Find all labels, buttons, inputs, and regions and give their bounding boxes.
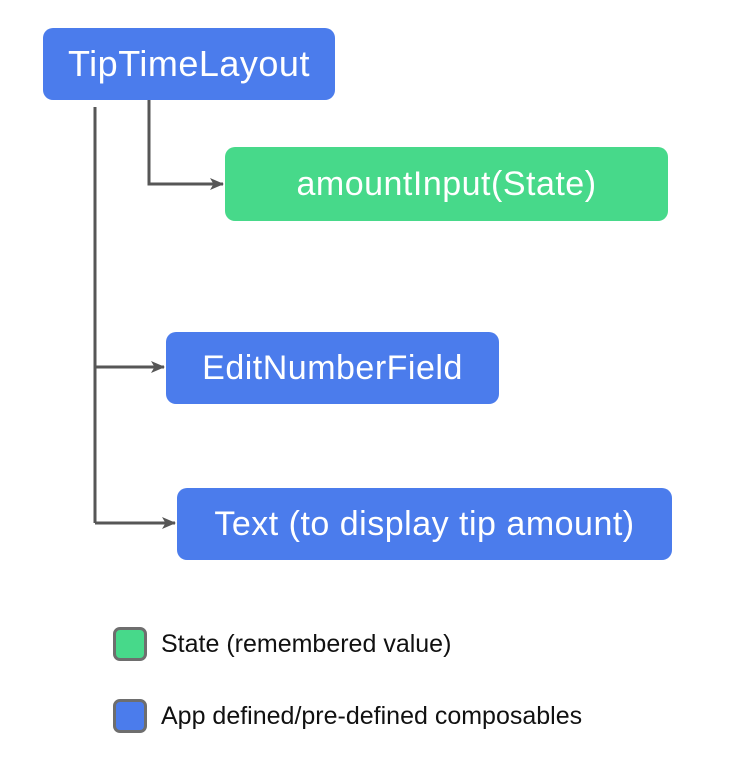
node-text-display-label: Text (to display tip amount) (214, 504, 635, 543)
edge-root-to-amount-input (147, 100, 224, 190)
node-amount-input-state: amountInput(State) (225, 147, 668, 221)
node-text-display: Text (to display tip amount) (177, 488, 672, 560)
legend-item-composables: App defined/pre-defined composables (113, 699, 582, 733)
node-edit-number-field: EditNumberField (166, 332, 499, 404)
node-amount-input-state-label: amountInput(State) (296, 164, 597, 203)
node-edit-number-field-label: EditNumberField (202, 348, 463, 387)
node-tip-time-layout-label: TipTimeLayout (68, 43, 310, 84)
legend-label-composables: App defined/pre-defined composables (161, 701, 583, 730)
legend-label-state: State (remembered value) (161, 629, 452, 658)
legend-swatch-composable-blue (113, 699, 147, 733)
legend-swatch-state-green (113, 627, 147, 661)
legend-item-state: State (remembered value) (113, 627, 451, 661)
node-tip-time-layout: TipTimeLayout (43, 28, 335, 100)
